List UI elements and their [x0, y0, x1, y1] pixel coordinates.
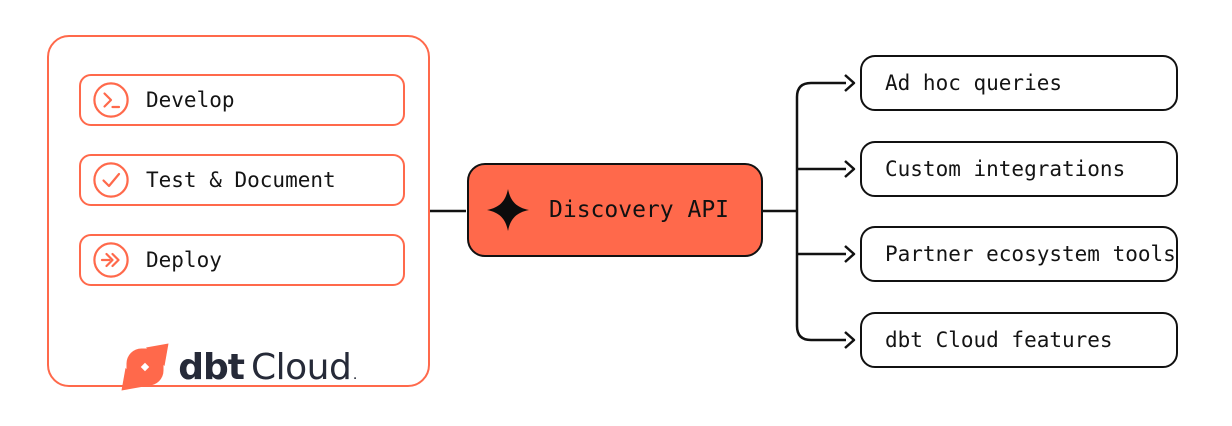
discovery-api-label: Discovery API: [549, 197, 730, 223]
logo-text-dbt: dbt: [178, 346, 245, 388]
consumer-label: Ad hoc queries: [885, 71, 1063, 95]
consumer-ad-hoc-queries: Ad hoc queries: [860, 55, 1178, 111]
consumer-partner-ecosystem-tools: Partner ecosystem tools: [860, 226, 1178, 282]
arrowhead-2: [844, 160, 856, 178]
stage-develop: Develop: [79, 74, 405, 126]
dbt-cloud-wordmark: dbt Cloud .: [178, 347, 357, 388]
stage-test-document: Test & Document: [79, 154, 405, 206]
arrowhead-4: [844, 331, 856, 349]
dbt-cloud-panel: Develop Test & Document Deploy: [47, 35, 430, 391]
dbt-cloud-logo: dbt Cloud .: [49, 338, 428, 396]
consumer-label: Partner ecosystem tools: [885, 242, 1176, 266]
consumer-dbt-cloud-features: dbt Cloud features: [860, 312, 1178, 368]
check-circle-icon: [93, 162, 129, 198]
arrowhead-1: [844, 74, 856, 92]
consumer-label: Custom integrations: [885, 157, 1126, 181]
connector-branch-top: [795, 81, 846, 211]
connector-branch-bottom: [795, 211, 846, 342]
consumer-label: dbt Cloud features: [885, 328, 1113, 352]
terminal-prompt-icon: [93, 82, 129, 118]
stage-label: Develop: [146, 88, 235, 112]
logo-trademark-dot: .: [353, 371, 357, 382]
arrowhead-3: [844, 245, 856, 263]
dbt-logo-icon: [120, 342, 170, 392]
stage-label: Test & Document: [146, 168, 336, 192]
logo-text-cloud: Cloud: [250, 346, 352, 388]
discovery-api-node: Discovery API: [467, 163, 763, 257]
sparkle-icon: [486, 188, 530, 232]
stage-label: Deploy: [146, 248, 222, 272]
double-arrow-circle-icon: [93, 242, 129, 278]
stage-deploy: Deploy: [79, 234, 405, 286]
consumer-custom-integrations: Custom integrations: [860, 141, 1178, 197]
